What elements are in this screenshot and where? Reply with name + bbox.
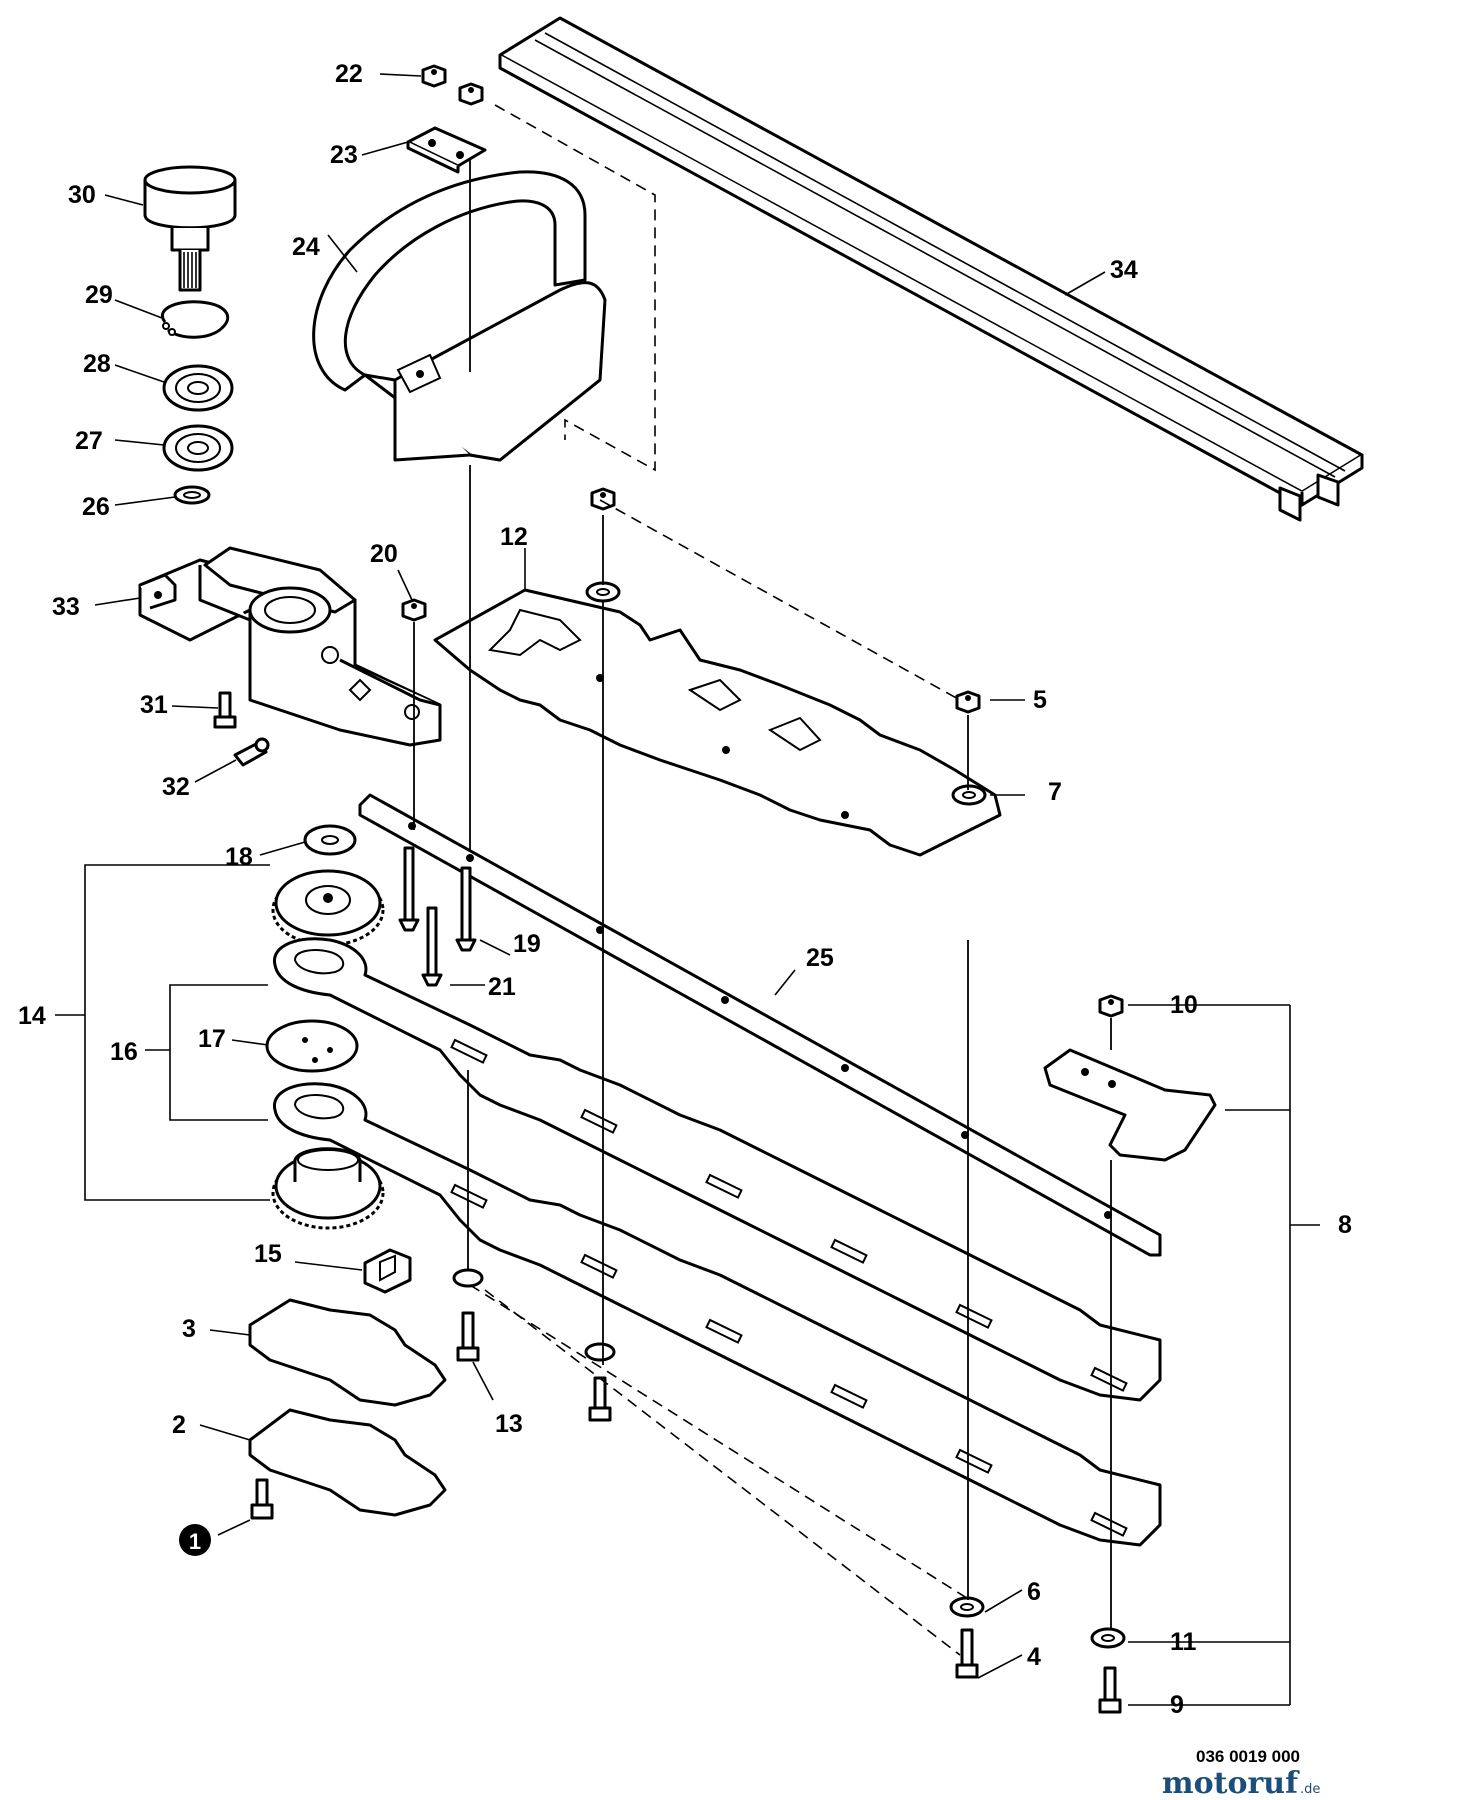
part-30-gear-cup: [143, 165, 237, 292]
washer-lower-left: [452, 1268, 616, 1362]
part-12-blade-guard: [433, 588, 1002, 857]
part-23-plate: [406, 126, 487, 174]
callout-5: 5: [1033, 686, 1047, 714]
callout-3: 3: [182, 1315, 196, 1343]
part-15-spacer: [363, 1248, 412, 1294]
callouts: 22 23 24 30 29 28 27 26 33 31 32 20 12 5…: [18, 60, 1352, 1719]
callout-2: 2: [172, 1411, 186, 1439]
part-5-nut: [955, 690, 981, 714]
callout-18: 18: [225, 843, 253, 871]
part-16-upper-blade: [273, 937, 1162, 1402]
part-20-nut: [401, 598, 427, 622]
part-26-washer: [173, 485, 211, 505]
part-8-tip-guard: [1043, 1048, 1217, 1162]
callout-29: 29: [85, 281, 113, 309]
part-31-screw: [213, 691, 237, 729]
callout-26: 26: [82, 493, 110, 521]
callout-7: 7: [1048, 778, 1062, 806]
callout-30: 30: [68, 181, 96, 209]
callout-8: 8: [1338, 1211, 1352, 1239]
part-7-washer: [951, 784, 987, 806]
part-22-nuts: [421, 64, 484, 106]
watermark: motoruf .de: [1162, 1766, 1321, 1800]
part-14-gear-lower: [271, 1147, 385, 1230]
watermark-suffix: .de: [1300, 1782, 1320, 1797]
part-21-bolt: [421, 906, 443, 987]
callout-21: 21: [488, 973, 516, 1001]
part-33-gear-case: [138, 546, 442, 747]
callout-13: 13: [495, 1410, 523, 1438]
callout-10: 10: [1170, 991, 1198, 1019]
part-18-washer: [303, 824, 357, 856]
callout-12: 12: [500, 523, 528, 551]
part-32-grease-fitting: [233, 737, 270, 767]
part-11-washer: [1090, 1627, 1126, 1649]
part-1-screw: [250, 1478, 274, 1520]
callout-23: 23: [330, 141, 358, 169]
callout-24: 24: [292, 233, 320, 261]
part-2-cover-plate: [248, 1408, 447, 1517]
part-6-washer: [949, 1596, 985, 1618]
part-7-washer-top: [585, 581, 621, 603]
part-17-plate: [265, 1019, 359, 1073]
callout-1-badge: 1: [179, 1524, 211, 1556]
part-14-gear-upper: [271, 869, 385, 947]
callout-32: 32: [162, 773, 190, 801]
leader-lines: [55, 73, 1320, 1706]
callout-6: 6: [1027, 1578, 1041, 1606]
watermark-brand: motoruf: [1162, 1766, 1300, 1800]
callout-19: 19: [513, 930, 541, 958]
callout-15: 15: [254, 1240, 282, 1268]
callout-22: 22: [335, 60, 363, 88]
part-28-bearing: [162, 364, 234, 412]
part-10-nut: [1098, 994, 1124, 1018]
part-9-bolt: [1098, 1666, 1122, 1714]
callout-27: 27: [75, 427, 103, 455]
callout-4: 4: [1027, 1643, 1041, 1671]
callout-34: 34: [1110, 256, 1138, 284]
callout-28: 28: [83, 350, 111, 378]
reference-number: 036 0019 000: [1196, 1747, 1300, 1766]
part-3-gasket: [248, 1298, 447, 1407]
callout-14: 14: [18, 1002, 46, 1030]
part-25-support-bar: [358, 793, 1162, 1257]
part-5-nut-top: [590, 487, 616, 511]
assembly-lines: [413, 104, 1112, 1656]
callout-16: 16: [110, 1038, 138, 1066]
callout-11: 11: [1170, 1628, 1197, 1656]
callout-25: 25: [806, 944, 834, 972]
callout-33: 33: [52, 593, 80, 621]
part-27-bearing: [162, 424, 234, 472]
callout-1: 1: [189, 1529, 201, 1554]
part-4-bolt: [955, 1628, 979, 1679]
part-19-bolts: [398, 846, 477, 952]
callout-9: 9: [1170, 1691, 1184, 1719]
callout-31: 31: [140, 691, 168, 719]
part-29-snap-ring: [161, 300, 230, 339]
part-16-lower-blade: [273, 1082, 1162, 1547]
callout-17: 17: [198, 1025, 226, 1053]
part-24-handle: [312, 170, 607, 462]
bolt-lower-mid: [588, 1376, 612, 1422]
callout-20: 20: [370, 540, 398, 568]
part-13-bolt: [456, 1311, 480, 1362]
part-34-rail-guard: [498, 16, 1364, 522]
